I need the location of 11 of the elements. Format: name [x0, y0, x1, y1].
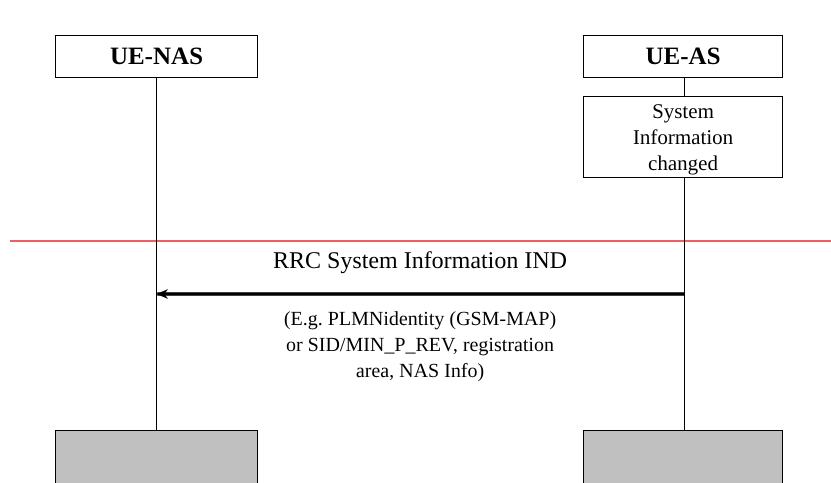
message-parameters: (E.g. PLMNidentity (GSM-MAP) or SID/MIN_P_REV, registration area, NAS Info): [282, 307, 558, 384]
message-arrow: [156, 289, 684, 299]
lifeline: [684, 178, 686, 430]
lifeline-end-box: [583, 430, 783, 483]
lifeline: [156, 78, 158, 430]
message-label: RRC System Information IND: [272, 248, 568, 275]
lifeline-end-box: [55, 430, 258, 483]
participant-box: UE-AS: [583, 35, 783, 78]
lifeline: [684, 78, 686, 96]
process-box: System Information changed: [583, 96, 783, 178]
participant-box: UE-NAS: [55, 35, 258, 78]
